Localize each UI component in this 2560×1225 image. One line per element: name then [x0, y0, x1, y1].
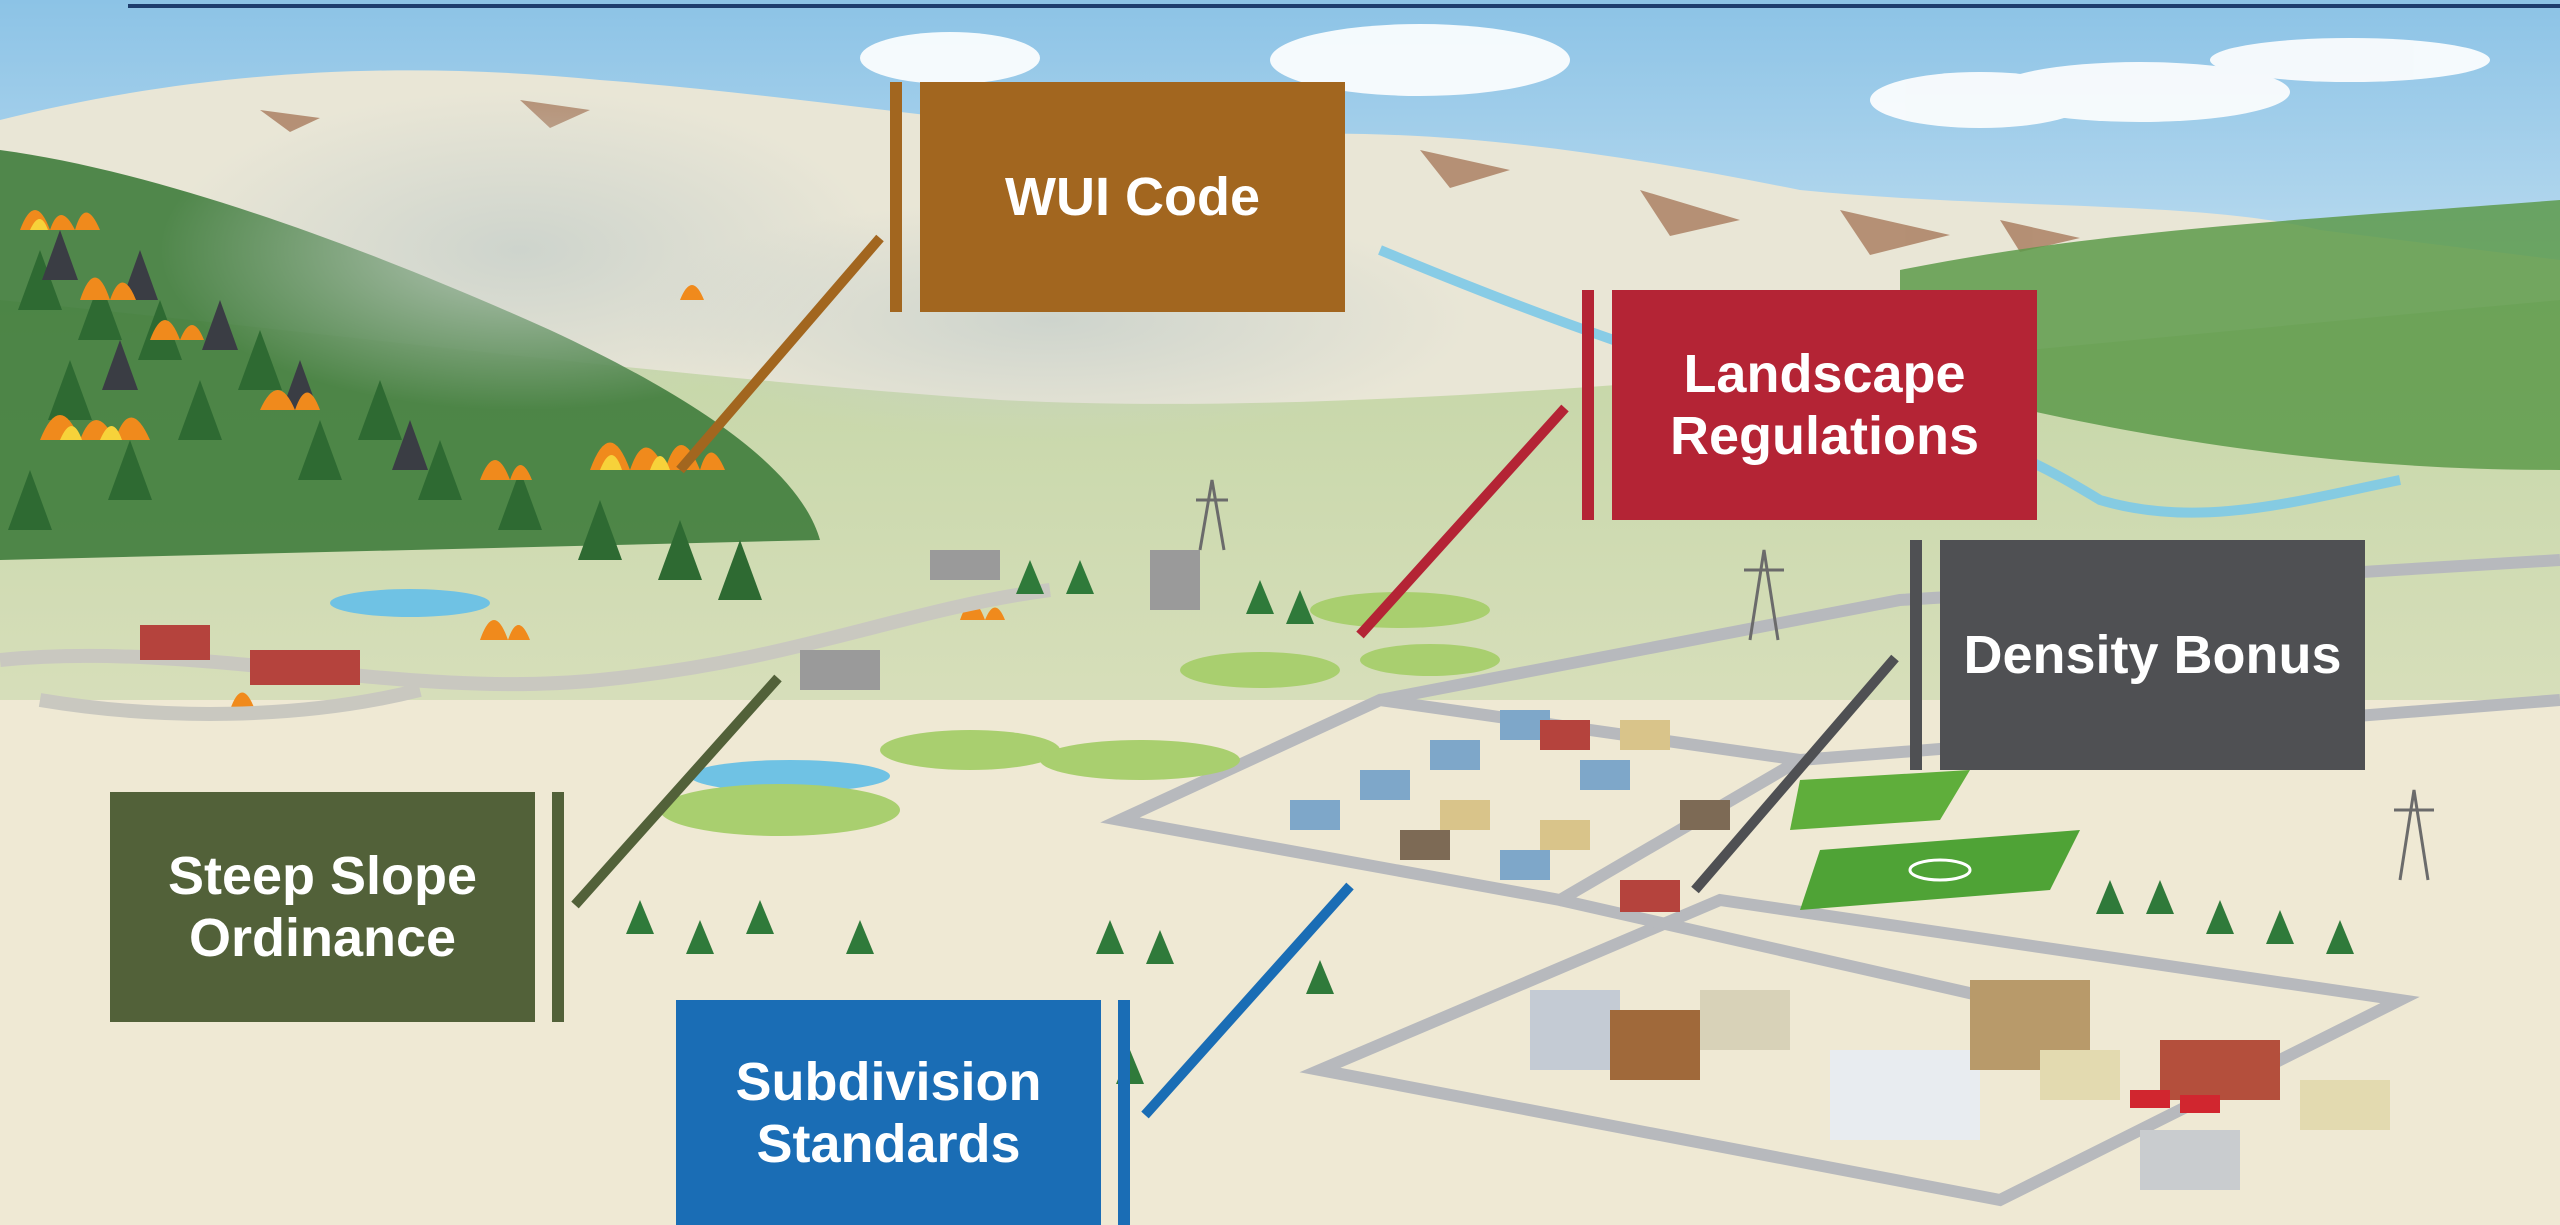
pine-trees — [8, 250, 762, 600]
golf-course — [660, 592, 1500, 836]
wui-code-label: WUI Code — [920, 82, 1345, 312]
pond — [330, 589, 490, 617]
pond — [690, 760, 890, 792]
distant-forest — [1900, 200, 2560, 470]
fire-cores — [30, 219, 670, 470]
sports-fields — [1790, 770, 2080, 910]
subdivision-houses — [1290, 710, 1730, 912]
downtown-buildings — [1530, 980, 2390, 1190]
valley-trees — [626, 560, 2354, 1084]
steep-slope-label: Steep Slope Ordinance — [110, 792, 535, 1022]
landscape-regulations-label: Landscape Regulations — [1612, 290, 2037, 520]
density-bonus-bar — [1910, 540, 1922, 770]
landscape-regulations-leader — [1356, 404, 1569, 639]
rural-homes — [800, 550, 1200, 690]
clouds — [860, 24, 2490, 128]
power-towers — [1196, 479, 2434, 881]
wui-code-leader — [676, 234, 884, 474]
wui-code-bar — [890, 82, 902, 312]
fire-trucks — [2130, 1090, 2220, 1113]
subdivision-standards-leader — [1141, 882, 1354, 1119]
density-bonus-label: Density Bonus — [1940, 540, 2365, 770]
steep-slope-bar — [552, 792, 564, 1022]
subdivision-standards-label: Subdivision Standards — [676, 1000, 1101, 1225]
rural-homes — [140, 625, 360, 685]
steep-slope-leader — [571, 674, 782, 909]
subdivision-standards-bar — [1118, 1000, 1130, 1225]
density-bonus-leader — [1691, 654, 1899, 894]
landscape-regulations-bar — [1582, 290, 1594, 520]
